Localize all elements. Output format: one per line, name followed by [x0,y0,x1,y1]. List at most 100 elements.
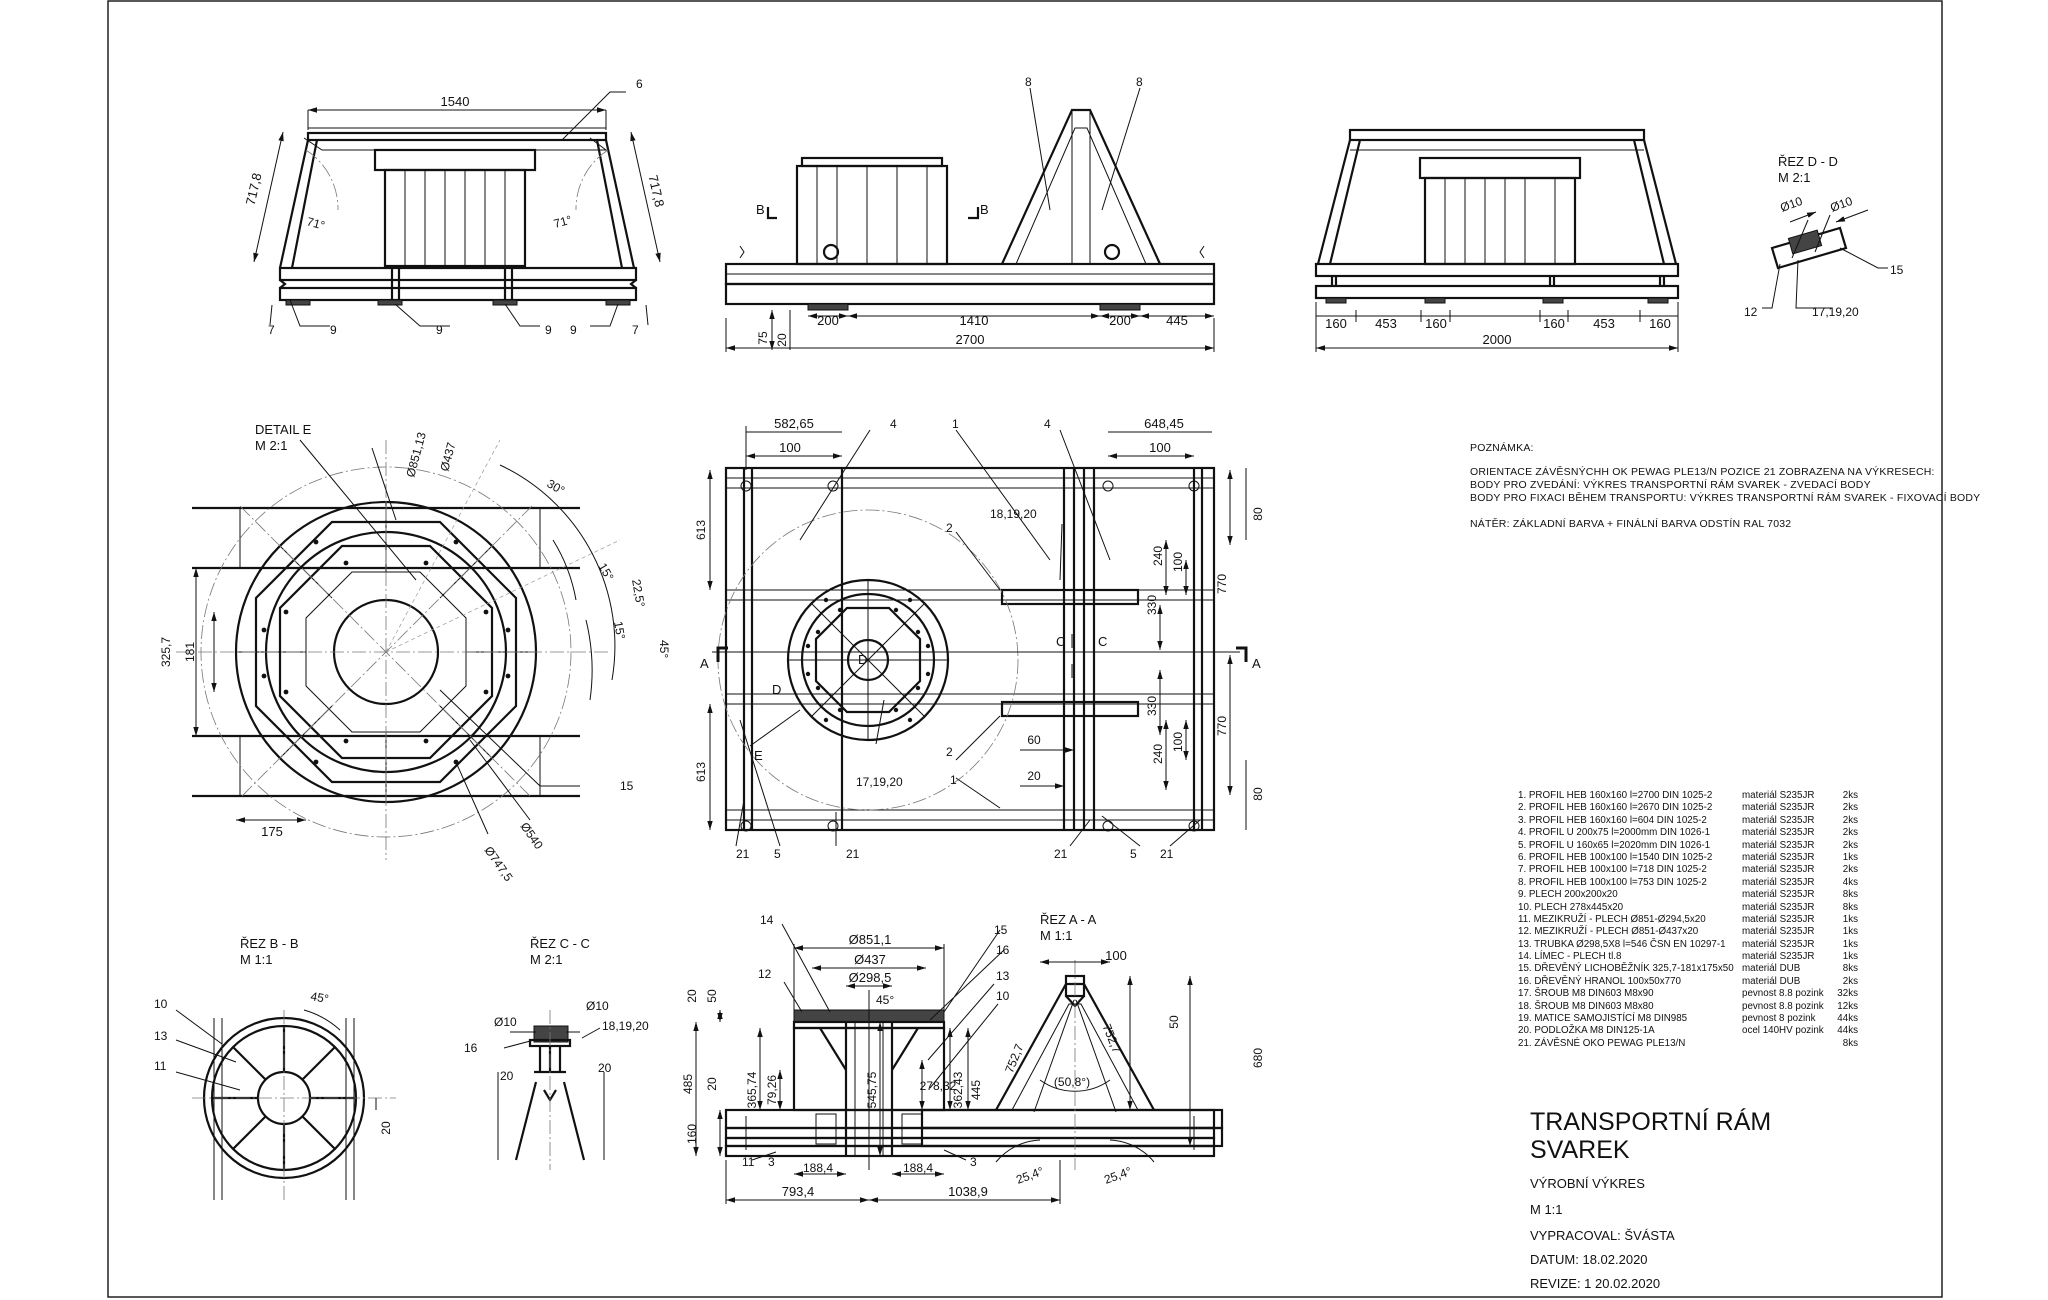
bom-material: materiál DUB [1742,963,1801,975]
section-cc [497,1010,605,1170]
callout-8-b: 8 [1136,75,1143,89]
note-line-2: BODY PRO ZVEDÁNÍ: VÝKRES TRANSPORTNÍ RÁM… [1470,479,1871,491]
title-subtitle: VÝROBNÍ VÝKRES [1530,1176,1645,1191]
callout-9-c: 9 [545,323,552,337]
dim-plan-100c: 100 [1171,552,1185,572]
dim-side-445: 445 [1166,313,1188,328]
dim-aa-7527b: 752,7 [1100,1022,1124,1055]
dim-aa-254a: 25,4° [1014,1164,1045,1187]
bom-qty: 1ks [1842,851,1858,863]
bom-desc: 14. LÍMEC - PLECH tl.8 [1518,951,1622,963]
bom-qty: 2ks [1842,975,1858,987]
bom-qty: 2ks [1842,802,1858,814]
dim-det-45: 45° [657,640,671,658]
section-marker-b-left: B [756,202,765,217]
dim-front-angle-right: 71° [552,213,573,231]
dim-rear-160a: 160 [1325,316,1347,331]
callout-plan-4b: 4 [1044,417,1051,431]
dim-front-angle-left: 71° [305,214,326,232]
dim-bb-45: 45° [309,989,329,1006]
dim-plan-770a: 770 [1215,574,1229,594]
dim-dd-171920: 17,19,20 [1812,305,1859,319]
callout-plan-1b: 1 [950,773,957,787]
bom-qty: 44ks [1837,1013,1858,1025]
dim-side-1410: 1410 [960,313,989,328]
dim-sec-20b: 20 [705,1077,719,1091]
title-revision: REVIZE: 1 20.02.2020 [1530,1276,1661,1291]
callout-plan-2b: 2 [946,745,953,759]
dim-cc-d10a: Ø10 [494,1015,517,1029]
dim-aa-508: (50,8°) [1054,1075,1090,1089]
note-line-4: NÁTĚR: ZÁKLADNÍ BARVA + FINÁLNÍ BARVA OD… [1470,518,1792,530]
bom-desc: 12. MEZIKRUŽÍ - PLECH Ø851-Ø437x20 [1518,926,1699,938]
dim-sec-d437: Ø437 [854,952,886,967]
bom-qty: 2ks [1842,814,1858,826]
dim-det-175: 175 [261,824,283,839]
callout-dd-15: 15 [1890,263,1904,277]
dim-aa-680: 680 [1251,1048,1265,1068]
callout-sec-16: 16 [996,943,1010,957]
bom-material: materiál DUB [1742,975,1801,987]
callout-7-right: 7 [632,323,639,337]
callout-plan-1a: 1 [952,417,959,431]
rez-bb-scale: M 1:1 [240,952,273,967]
dim-plan-60: 60 [1027,733,1041,747]
callout-6: 6 [636,77,643,91]
rez-cc-scale: M 2:1 [530,952,563,967]
callout-plan-5b: 5 [1130,847,1137,861]
dim-cc-20b: 20 [598,1061,612,1075]
bom-qty: 32ks [1837,988,1858,1000]
dim-det-30: 30° [545,476,568,497]
callout-sec-3b: 3 [970,1155,977,1169]
dim-sec-54575: 545,75 [865,1071,879,1108]
callout-7-left: 7 [268,323,275,337]
dim-cc-20a: 20 [500,1069,514,1083]
bom-material: materiál S235JR [1742,839,1815,851]
bom-material: materiál S235JR [1742,790,1815,801]
section-marker-e: E [754,748,763,763]
bom-qty: 1ks [1842,951,1858,963]
callout-sec-12: 12 [758,967,772,981]
dim-plan-240b: 240 [1151,744,1165,764]
bom-material: materiál S235JR [1742,864,1815,876]
dim-sec-27832: 278,32 [920,1079,957,1093]
drawing-frame [107,0,1943,1298]
dim-rear-total: 2000 [1483,332,1512,347]
side-view [724,87,1216,352]
rez-dd-title: ŘEZ D - D [1778,154,1838,169]
dim-sec-36243: 362,43 [951,1071,965,1108]
dim-plan-80a: 80 [1251,507,1265,521]
rez-aa-title: ŘEZ A - A [1040,912,1097,927]
dim-plan-613b: 613 [694,762,708,782]
dim-plan-613a: 613 [694,520,708,540]
callout-plan-2a: 2 [946,521,953,535]
rez-cc-title: ŘEZ C - C [530,936,590,951]
section-bb [175,1009,396,1200]
callout-sec-3a: 3 [768,1155,775,1169]
dim-plan-100a: 100 [779,440,801,455]
bom-desc: 9. PLECH 200x200x20 [1518,889,1618,901]
bom-qty: 8ks [1842,1037,1858,1049]
callout-plan-21b: 21 [846,847,860,861]
bom-material: materiál S235JR [1742,876,1815,888]
section-marker-c-left: C [1056,634,1065,649]
dim-plan-330b: 330 [1145,696,1159,716]
dim-dd-d10b: Ø10 [1828,194,1854,215]
bom-qty: 1ks [1842,913,1858,925]
bom-material: materiál S235JR [1742,827,1815,839]
bom-qty: 8ks [1842,889,1858,901]
dim-det-225: 22,5° [629,578,648,608]
dim-det-181: 181 [183,642,197,662]
callout-sec-15: 15 [994,923,1008,937]
bom-desc: 19. MATICE SAMOJISTÍCÍ M8 DIN985 [1518,1013,1688,1025]
bom-desc: 20. PODLOŽKA M8 DIN125-1A [1518,1025,1655,1037]
dim-plan-100d: 100 [1171,732,1185,752]
title-scale: M 1:1 [1530,1202,1563,1217]
dim-sec-1884b: 188,4 [903,1161,933,1175]
bom-row: 13. TRUBKA Ø298,5X8 l=546 ČSN EN 10297-1… [1518,939,2048,951]
